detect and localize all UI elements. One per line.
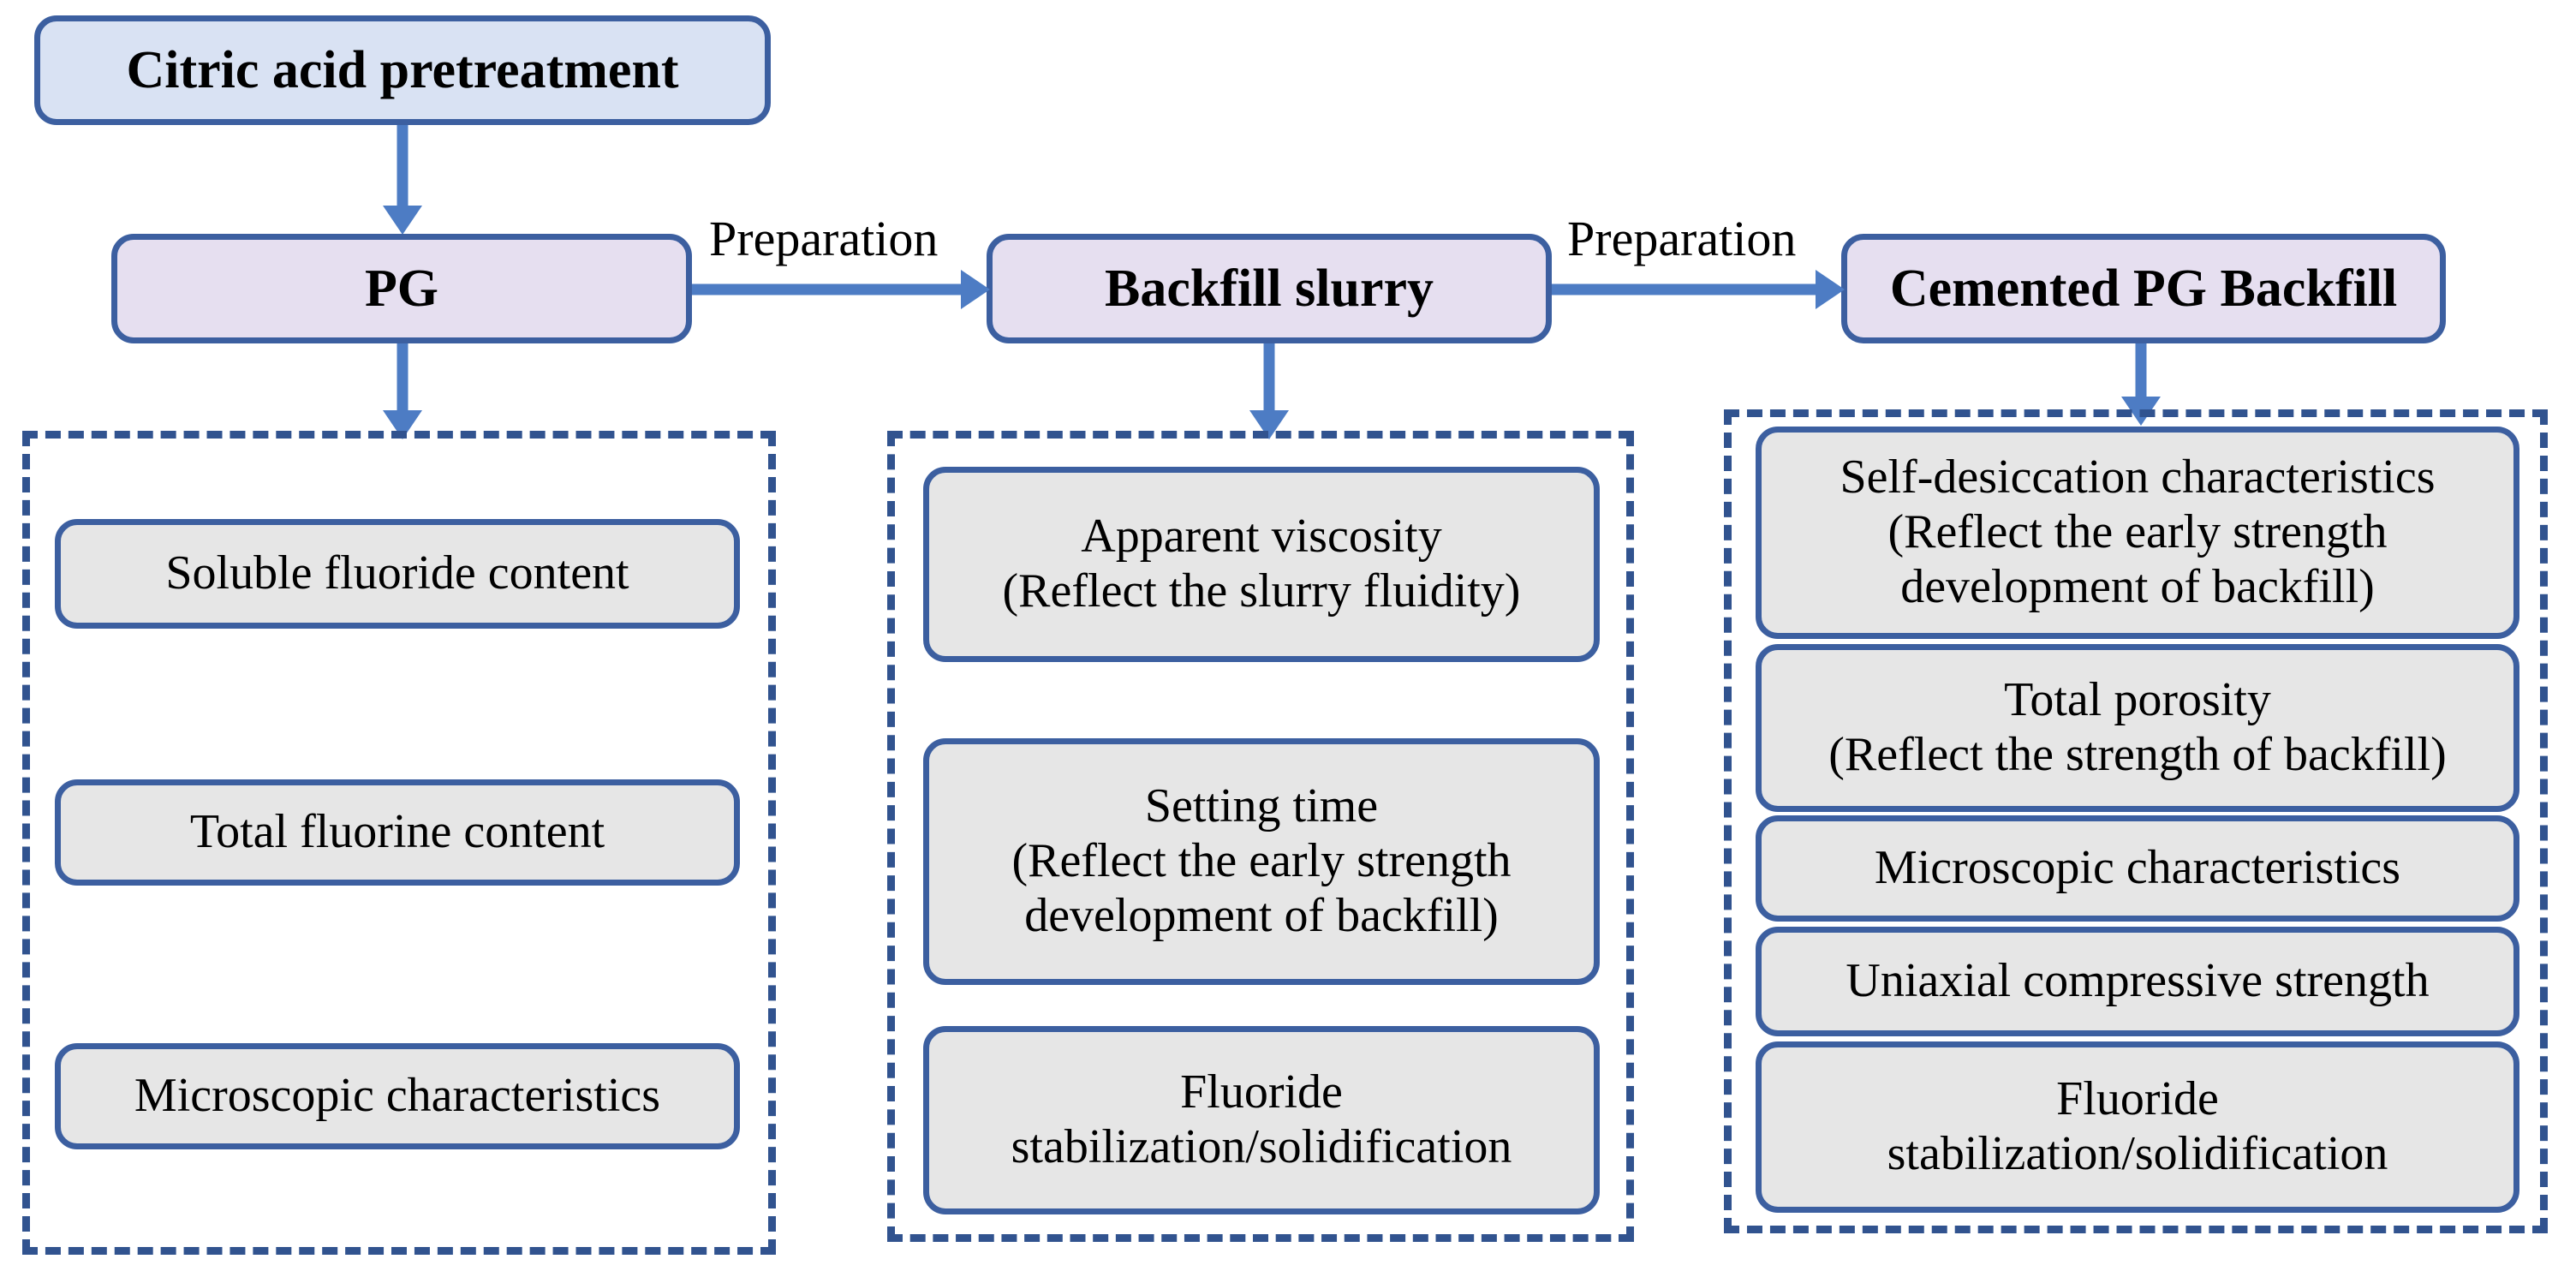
node-pg[interactable]: PG <box>111 234 692 343</box>
item-label-line-1: Self-desiccation characteristics <box>1840 451 2436 504</box>
item-label-line-1: Fluoride <box>1180 1065 1343 1119</box>
item-label-line-2: (Reflect the strength of backfill) <box>1828 728 2447 781</box>
item-label-line-3: development of backfill) <box>1900 559 2375 613</box>
arrow-head-icon <box>383 206 422 235</box>
node-cemented-pg-backfill[interactable]: Cemented PG Backfill <box>1841 234 2446 343</box>
node-label: PG <box>364 259 439 318</box>
item-total-fluorine-content[interactable]: Total fluorine content <box>55 779 740 886</box>
item-label-line-2: stabilization/solidification <box>1011 1120 1512 1173</box>
item-label-line-1: Fluoride <box>2056 1072 2219 1126</box>
item-label-block: Apparent viscosity (Reflect the slurry f… <box>1003 510 1521 619</box>
arrow-pg-to-backfill-slurry <box>692 267 990 312</box>
item-label: Uniaxial compressive strength <box>1846 954 2430 1008</box>
arrow-shaft <box>397 125 408 207</box>
item-label-block: Self-desiccation characteristics (Reflec… <box>1840 451 2436 614</box>
item-label-line-2: (Reflect the slurry fluidity) <box>1002 564 1521 618</box>
group-backfill-slurry-characteristics <box>887 431 1634 1242</box>
item-label-block: Total porosity (Reflect the strength of … <box>1828 673 2447 783</box>
item-label: Total fluorine content <box>189 805 605 859</box>
arrow-pg-to-pg-group <box>377 343 428 439</box>
item-total-porosity[interactable]: Total porosity (Reflect the strength of … <box>1756 644 2519 812</box>
arrow-pretreatment-to-pg <box>377 125 428 235</box>
item-label-line-2: stabilization/solidification <box>1887 1127 2388 1180</box>
arrow-shaft <box>2135 343 2147 400</box>
node-label: Backfill slurry <box>1104 259 1434 318</box>
item-label-line-1: Total porosity <box>2004 673 2271 727</box>
item-label-block: Fluoride stabilization/solidification <box>1887 1072 2388 1182</box>
arrow-shaft <box>692 283 966 295</box>
node-citric-acid-pretreatment[interactable]: Citric acid pretreatment <box>34 15 771 125</box>
item-apparent-viscosity[interactable]: Apparent viscosity (Reflect the slurry f… <box>923 467 1600 662</box>
item-label-line-3: development of backfill) <box>1024 888 1499 942</box>
item-fluoride-stabilization-solidification-backfill[interactable]: Fluoride stabilization/solidification <box>1756 1041 2519 1213</box>
item-fluoride-stabilization-solidification-slurry[interactable]: Fluoride stabilization/solidification <box>923 1026 1600 1214</box>
group-cemented-pg-backfill-characteristics <box>1724 409 2548 1233</box>
item-self-desiccation-characteristics[interactable]: Self-desiccation characteristics (Reflec… <box>1756 427 2519 639</box>
item-label-block: Setting time (Reflect the early strength… <box>1011 779 1511 943</box>
group-pg-characteristics <box>22 431 776 1255</box>
item-microscopic-characteristics[interactable]: Microscopic characteristics <box>55 1043 740 1149</box>
arrow-shaft <box>1263 343 1275 414</box>
node-label: Citric acid pretreatment <box>126 40 679 99</box>
item-microscopic-characteristics-backfill[interactable]: Microscopic characteristics <box>1756 815 2519 922</box>
arrow-backfill-slurry-to-group <box>1243 343 1295 439</box>
edge-label-preparation-2: Preparation <box>1567 211 1797 266</box>
item-soluble-fluoride-content[interactable]: Soluble fluoride content <box>55 519 740 629</box>
item-label-line-2: (Reflect the early strength <box>1011 834 1512 888</box>
item-label-line-1: Setting time <box>1144 779 1379 833</box>
node-backfill-slurry[interactable]: Backfill slurry <box>987 234 1552 343</box>
arrow-shaft <box>1552 283 1821 295</box>
item-label-line-1: Apparent viscosity <box>1081 510 1442 564</box>
arrow-backfill-slurry-to-cemented <box>1552 267 1845 312</box>
arrow-head-icon <box>961 270 990 309</box>
item-label-line-2: (Reflect the early strength <box>1887 505 2388 559</box>
arrow-shaft <box>397 343 408 414</box>
item-label: Soluble fluoride content <box>165 546 629 600</box>
item-label: Microscopic characteristics <box>1874 841 2401 895</box>
arrow-head-icon <box>1816 270 1845 309</box>
item-setting-time[interactable]: Setting time (Reflect the early strength… <box>923 738 1600 985</box>
item-label: Microscopic characteristics <box>134 1069 661 1123</box>
item-uniaxial-compressive-strength[interactable]: Uniaxial compressive strength <box>1756 927 2519 1036</box>
node-label: Cemented PG Backfill <box>1889 259 2398 318</box>
edge-label-preparation-1: Preparation <box>709 211 939 266</box>
item-label-block: Fluoride stabilization/solidification <box>1011 1065 1512 1175</box>
